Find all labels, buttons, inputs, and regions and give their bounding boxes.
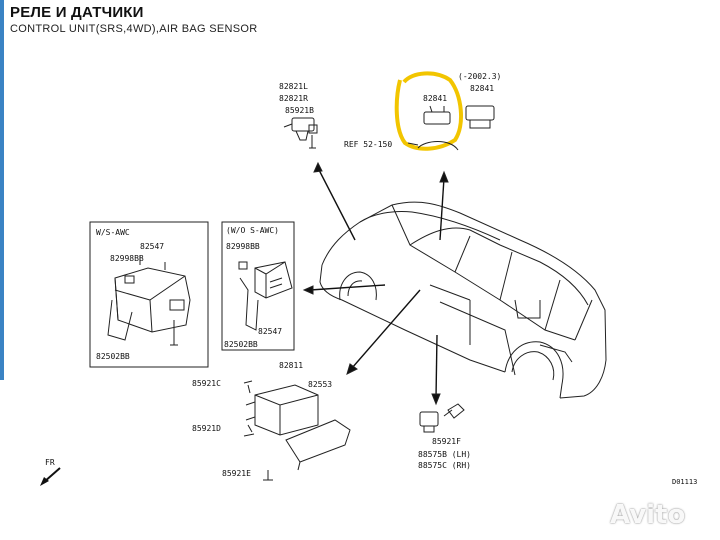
sensor-82821-drawing (283, 117, 318, 149)
left-accent-bar (0, 0, 4, 380)
srs-ecu-drawing (243, 380, 351, 481)
label-82841-right: 82841 (470, 84, 495, 93)
label-82998bb-left: 82998BB (110, 254, 144, 263)
label-82998bb-right: 82998BB (226, 242, 260, 251)
label-88575c: 88575C (RH) (418, 461, 471, 470)
label-ws-awc: W/S-AWC (96, 228, 130, 237)
label-82811: 82811 (279, 361, 304, 370)
label-note-2002: (-2002.3) (458, 72, 502, 81)
avito-watermark: Avito (610, 500, 686, 530)
label-88575b: 88575B (LH) (418, 450, 471, 459)
label-82821r: 82821R (279, 94, 308, 103)
front-arrow (40, 467, 61, 486)
label-85921d: 85921D (192, 424, 221, 433)
label-85921e: 85921E (222, 469, 251, 478)
label-82821l: 82821L (279, 82, 308, 91)
label-85921f: 85921F (432, 437, 461, 446)
page-title: РЕЛЕ И ДАТЧИКИ (10, 4, 144, 21)
label-85921c: 85921C (192, 379, 221, 388)
label-wo-s-awc: (W/O S-AWC) (226, 226, 279, 235)
label-fr: FR (45, 458, 55, 467)
label-82553: 82553 (308, 380, 333, 389)
callout-arrows (302, 161, 449, 406)
label-82502bb-left: 82502BB (96, 352, 130, 361)
awc-unit-drawing (107, 256, 191, 346)
vehicle-outline (319, 201, 607, 399)
page-subtitle: CONTROL UNIT(SRS,4WD),AIR BAG SENSOR (10, 23, 258, 35)
highlight-circle (394, 71, 463, 151)
label-ref: REF 52-150 (344, 140, 393, 149)
label-82841-left: 82841 (423, 94, 448, 103)
ws-awc-box (89, 221, 209, 368)
side-sensor-drawing (419, 403, 465, 433)
label-82547-left: 82547 (140, 242, 165, 251)
label-82502bb-right: 82502BB (224, 340, 258, 349)
wo-s-awc-box (221, 221, 295, 351)
label-diagram-code: D01113 (672, 478, 698, 486)
label-82547-right: 82547 (258, 327, 283, 336)
sensor-82841-drawing (407, 105, 495, 151)
awc-controller-drawing (238, 261, 293, 331)
label-85921b: 85921B (285, 106, 314, 115)
